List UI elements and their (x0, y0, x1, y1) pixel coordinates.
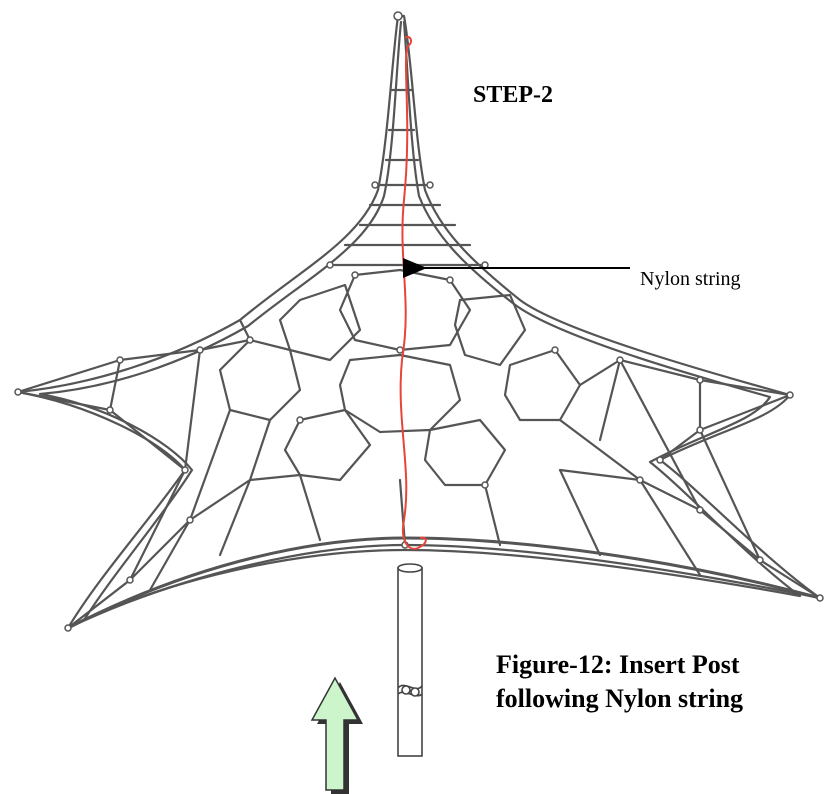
frame-outline (16, 14, 822, 630)
nylon-string (399, 36, 427, 550)
up-arrow-icon (310, 676, 363, 794)
figure-caption: Figure-12: Insert Post following Nylon s… (496, 648, 743, 716)
spire-rungs (328, 88, 487, 267)
net-struts (16, 318, 822, 630)
climbing-net-frame (14, 11, 824, 632)
figure-caption-line2: following Nylon string (496, 684, 744, 713)
post (397, 563, 423, 757)
nylon-string-label: Nylon string (640, 268, 741, 290)
figure-caption-line1: Figure-12: Insert Post (496, 650, 740, 679)
ground-arc (66, 536, 822, 630)
net-joints (14, 11, 824, 632)
step-title: STEP-2 (473, 82, 554, 108)
